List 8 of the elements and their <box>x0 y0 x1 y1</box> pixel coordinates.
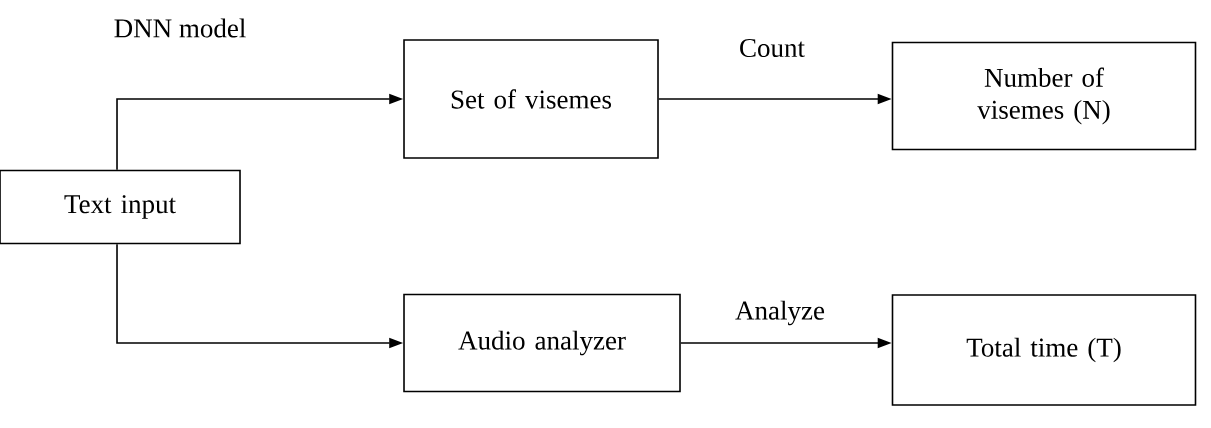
edge-label: Count <box>738 37 806 59</box>
edge-label: DNN model <box>112 17 248 39</box>
process-box: Number of visemes (N) <box>891 41 1197 151</box>
process-box: Text input <box>0 169 241 245</box>
edge-label: Analyze <box>734 299 826 327</box>
process-box: Audio analyzer <box>403 293 681 393</box>
process-box: Total time (T) <box>891 294 1197 406</box>
process-box: Set of visemes <box>403 39 659 159</box>
